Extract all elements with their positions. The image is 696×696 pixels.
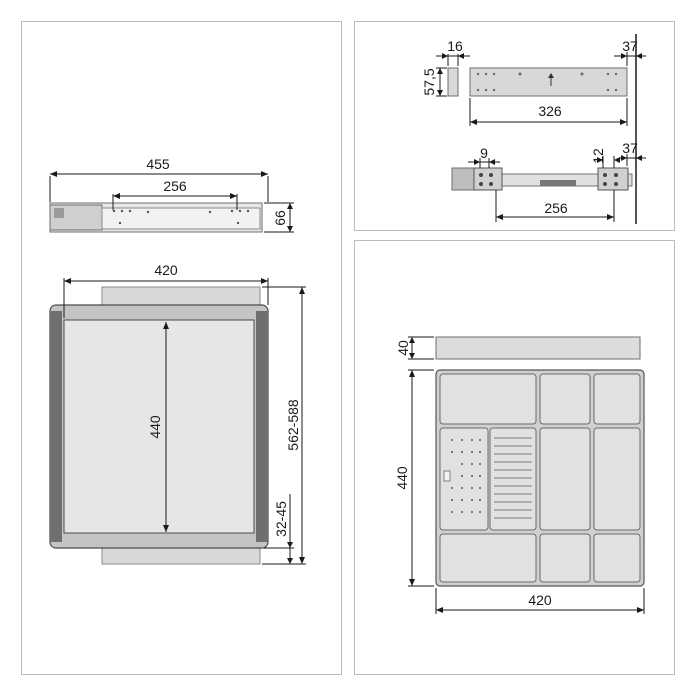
label-tray-height: 40 bbox=[395, 340, 411, 356]
label-slide-screw-spacing: 256 bbox=[544, 200, 568, 216]
label-frame-width: 420 bbox=[154, 262, 178, 278]
bracket-side-view bbox=[469, 67, 628, 97]
dim-slide-edge-offset bbox=[620, 154, 646, 166]
label-rail-screw-spacing: 256 bbox=[163, 178, 187, 194]
dim-bracket-height bbox=[436, 67, 447, 97]
dim-front-offset bbox=[264, 494, 294, 564]
label-bracket-thickness: 16 bbox=[447, 38, 463, 54]
label-tray-width: 420 bbox=[528, 592, 552, 608]
label-bracket-height: 57,5 bbox=[421, 68, 437, 95]
compartment-pegboard bbox=[439, 427, 489, 531]
dim-frame-width bbox=[63, 278, 269, 318]
side-rail bbox=[49, 202, 263, 233]
label-bracket-length: 326 bbox=[538, 103, 562, 119]
compartment-middle-center bbox=[539, 427, 591, 531]
label-slide-edge-offset: 37 bbox=[622, 140, 638, 156]
tray-top-view bbox=[435, 369, 645, 587]
dim-tray-height bbox=[408, 336, 434, 360]
compartment-bottom-large bbox=[439, 533, 537, 583]
dim-bracket-edge-offset bbox=[614, 52, 646, 66]
label-bracket-edge-offset: 37 bbox=[622, 38, 638, 54]
dim-bracket-length bbox=[469, 98, 628, 126]
dim-frame-inner-depth bbox=[163, 322, 169, 532]
dim-slide-screw-spacing bbox=[495, 190, 615, 222]
dim-bracket-thickness bbox=[436, 53, 470, 66]
label-frame-inner-depth: 440 bbox=[147, 415, 163, 439]
tray-profile bbox=[435, 336, 641, 360]
dim-tray-depth bbox=[408, 369, 434, 587]
label-rail-height: 66 bbox=[272, 210, 288, 226]
label-rail-length: 455 bbox=[146, 156, 170, 172]
compartment-bottom-middle bbox=[539, 533, 591, 583]
dim-rail-screw-spacing bbox=[112, 193, 238, 210]
label-frame-total-depth: 562-588 bbox=[285, 399, 301, 451]
dim-tray-width bbox=[435, 588, 645, 614]
frame-plan bbox=[49, 286, 269, 565]
label-slide-rear-offset: 12 bbox=[590, 148, 606, 164]
label-slide-front-offset: 9 bbox=[480, 145, 488, 161]
dim-slide-rear-offset bbox=[597, 156, 620, 168]
dim-frame-total-depth bbox=[262, 286, 306, 565]
compartment-top-right bbox=[593, 373, 641, 425]
compartment-divider-rack bbox=[489, 427, 537, 531]
slide-assembly bbox=[451, 167, 633, 191]
label-front-offset: 32-45 bbox=[273, 501, 289, 537]
label-tray-depth: 440 bbox=[394, 466, 410, 490]
compartment-bottom-right bbox=[593, 533, 641, 583]
dim-slide-front-offset bbox=[468, 158, 500, 168]
dim-rail-length bbox=[49, 171, 269, 202]
compartment-top-middle bbox=[539, 373, 591, 425]
compartment-middle-right bbox=[593, 427, 641, 531]
bracket-end-view bbox=[447, 67, 459, 97]
compartment-top-large bbox=[439, 373, 537, 425]
dim-rail-height bbox=[264, 202, 294, 233]
